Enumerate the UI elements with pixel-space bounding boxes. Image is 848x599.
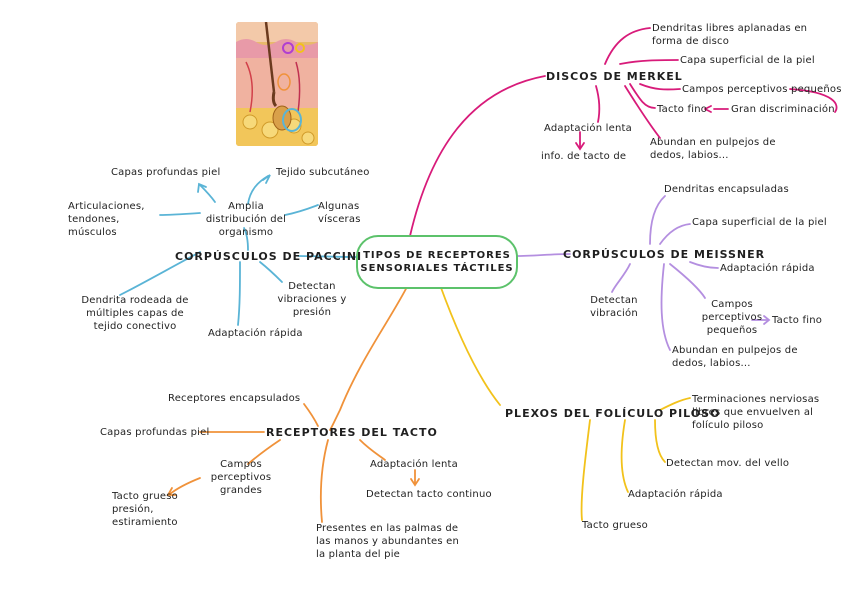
merkel-info: info. de tacto de [541,151,627,162]
pelo-adaptacion: Adaptación rápida [628,489,723,500]
central-topic: TIPOS DE RECEPTORES SENSORIALES TÁCTILES [356,235,518,289]
pelo-branch-lines [439,284,691,521]
ruffini-adaptacion: Adaptación lenta [370,459,458,470]
ruffini-campos: Campos perceptivos grandes [210,459,272,496]
meissner-adaptacion: Adaptación rápida [720,263,815,274]
meissner-tacto: Tacto fino [772,315,823,326]
merkel-abundan: Abundan en pulpejos de dedos, labios... [650,137,776,161]
merkel-capa: Capa superficial de la piel [680,55,815,66]
merkel-tacto: Tacto fino [657,104,708,115]
meissner-title: CORPÚSCULOS DE MEISSNER [563,248,766,261]
merkel-branch-lines [409,27,838,237]
pelo-detectan: Detectan mov. del vello [666,458,790,469]
merkel-title: DISCOS DE MERKEL [546,70,683,83]
ruffini-capas: Capas profundas piel [100,427,210,438]
ruffini-encapsulados: Receptores encapsulados [168,393,301,404]
meissner-abundan: Abundan en pulpejos de dedos, labios... [672,345,798,369]
pelo-terminaciones: Terminaciones nerviosas libres que envue… [692,394,820,431]
ruffini-title: RECEPTORES DEL TACTO [266,426,438,439]
merkel-discrim: Gran discriminación [731,104,835,115]
merkel-dendritas: Dendritas libres aplanadas en forma de d… [652,23,808,47]
pacini-title: CORPÚSCULOS DE PACCINI [175,250,363,263]
meissner-dendritas: Dendritas encapsuladas [664,184,789,195]
pacini-articulaciones: Articulaciones, tendones, músculos [68,201,145,238]
pacini-algunas: Algunas vísceras [318,201,361,225]
meissner-branch-lines [514,195,771,351]
pacini-dendrita: Dendrita rodeada de múltiples capas de t… [81,295,189,332]
central-topic-line2: SENSORIALES TÁCTILES [360,263,514,274]
pacini-detectan: Detectan vibraciones y presión [277,281,347,318]
central-topic-line1: TIPOS DE RECEPTORES [363,250,511,261]
ruffini-detectan: Detectan tacto continuo [366,489,492,500]
merkel-adaptacion: Adaptación lenta [544,123,632,134]
meissner-capa: Capa superficial de la piel [692,217,827,228]
skin-section-illustration [236,22,318,146]
pacini-capas: Capas profundas piel [111,167,221,178]
pacini-tejido: Tejido subcutáneo [276,167,370,178]
pelo-title: PLEXOS DEL FOLÍCULO PILOSO [505,407,721,420]
ruffini-presentes: Presentes en las palmas de las manos y a… [316,523,460,560]
ruffini-tacto: Tacto grueso presión, estiramiento [112,491,178,528]
pelo-tacto: Tacto grueso [582,520,648,531]
pacini-branch-lines [119,174,357,326]
meissner-detectan: Detectan vibración [590,295,638,319]
pacini-amplia: Amplia distribución del organismo [205,201,287,238]
merkel-campos: Campos perceptivos pequeños [682,84,842,95]
meissner-campos: Campos perceptivos pequeños [701,299,763,336]
pacini-adaptacion: Adaptación rápida [208,328,303,339]
ruffini-branch-lines [166,284,420,523]
